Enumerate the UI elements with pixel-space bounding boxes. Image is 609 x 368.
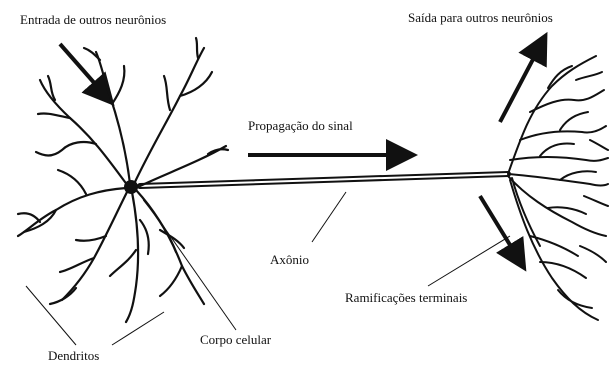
cell-body (124, 180, 138, 194)
input-arrow (60, 44, 104, 94)
terminals-label: Ramificações terminais (345, 290, 467, 305)
output-label: Saída para outros neurônios (408, 10, 553, 25)
axon (140, 174, 508, 186)
dendrites-label: Dendritos (48, 348, 99, 363)
soma-label: Corpo celular (200, 332, 272, 347)
axon-terminals (508, 56, 608, 320)
signal-label: Propagação do sinal (248, 118, 353, 133)
axon-label: Axônio (270, 252, 309, 267)
input-label: Entrada de outros neurônios (20, 12, 166, 27)
output-arrow-down (480, 196, 518, 258)
dendrites (18, 38, 228, 322)
leader-lines (26, 192, 510, 345)
